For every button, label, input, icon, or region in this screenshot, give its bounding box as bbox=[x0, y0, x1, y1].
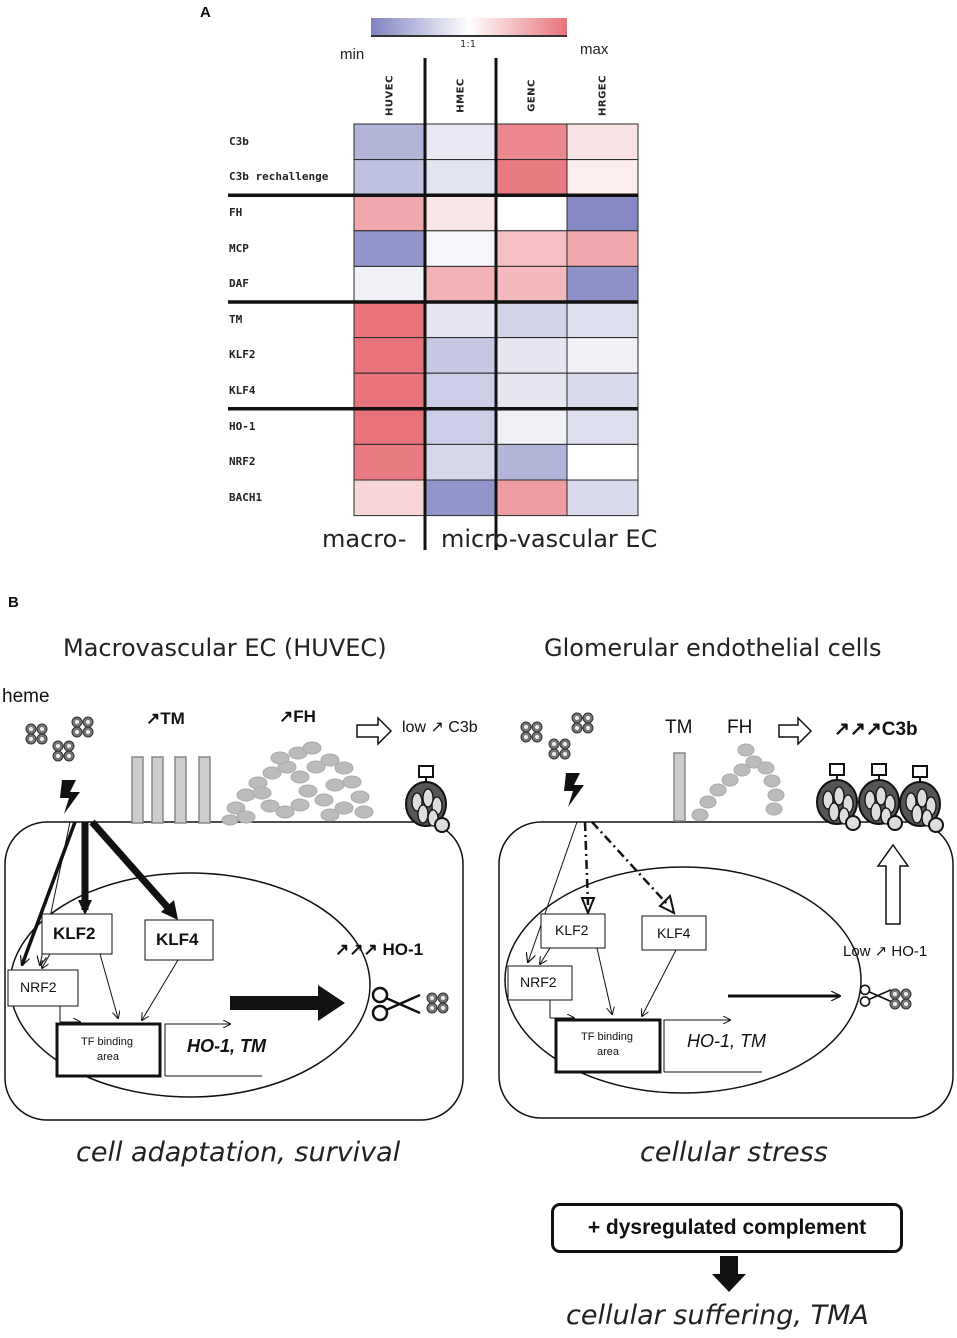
heme-label: heme bbox=[2, 686, 50, 707]
heatmap-row-label: MCP bbox=[229, 241, 249, 255]
heatmap-cell bbox=[424, 337, 497, 374]
final-caption: cellular suffering, TMA bbox=[566, 1300, 869, 1331]
right-hollow-arrow bbox=[778, 716, 813, 746]
right-tm-label: TM bbox=[665, 717, 693, 738]
heatmap-row-label: KLF4 bbox=[229, 384, 256, 397]
panel-b-letter: B bbox=[8, 594, 19, 611]
heatmap-cell bbox=[566, 479, 639, 517]
right-cell-membrane bbox=[498, 821, 954, 1119]
right-up-arrow bbox=[876, 843, 910, 925]
heatmap-cell bbox=[495, 443, 568, 481]
heatmap bbox=[228, 58, 639, 550]
heatmap-cell bbox=[495, 194, 568, 232]
heatmap-row-label: C3b bbox=[229, 134, 249, 148]
heatmap-cell bbox=[566, 159, 639, 196]
heatmap-cell bbox=[424, 194, 497, 232]
left-low-c3b-label: low ↗ C3b bbox=[402, 719, 478, 736]
heatmap-cell bbox=[495, 159, 568, 196]
down-arrow bbox=[712, 1256, 746, 1292]
color-scale-bar bbox=[371, 18, 567, 35]
right-tf-binding-line1: TF binding bbox=[581, 1031, 633, 1043]
left-fh-chains bbox=[221, 741, 374, 826]
left-tf-binding-line2: area bbox=[97, 1051, 120, 1063]
right-nucleus bbox=[504, 866, 862, 1094]
heatmap-row-label: HO-1 bbox=[229, 419, 256, 433]
heatmap-cell bbox=[424, 372, 497, 410]
left-title: Macrovascular EC (HUVEC) bbox=[63, 634, 387, 662]
heatmap-cell bbox=[424, 123, 497, 161]
heatmap-row-label: FH bbox=[229, 206, 243, 219]
panel-a-letter: A bbox=[200, 4, 211, 21]
heatmap-cell bbox=[353, 194, 426, 232]
heatmap-cell bbox=[566, 372, 639, 410]
left-tf-binding-line1: TF binding bbox=[81, 1036, 133, 1048]
left-genes-label: HO-1, TM bbox=[187, 1036, 266, 1056]
heatmap-cell bbox=[495, 265, 568, 303]
heatmap-row-label: BACH1 bbox=[229, 490, 263, 504]
left-nrf2-box-label: NRF2 bbox=[20, 979, 57, 995]
right-fh-label: FH bbox=[727, 717, 753, 738]
heatmap-cell bbox=[353, 372, 426, 410]
left-hollow-arrow bbox=[356, 716, 393, 746]
heatmap-cell bbox=[424, 443, 497, 481]
left-big-arrow bbox=[230, 985, 345, 1021]
heatmap-row-label: KLF2 bbox=[229, 348, 256, 362]
left-ho1-label: ↗↗↗ HO-1 bbox=[335, 940, 424, 959]
left-klf4-box-label: KLF4 bbox=[156, 930, 199, 949]
right-fh-chain bbox=[691, 743, 785, 822]
micro-group-label: micro-vascular EC bbox=[441, 525, 658, 553]
left-fh-label: ↗FH bbox=[279, 707, 316, 726]
scale-mid-label: 1:1 bbox=[460, 39, 477, 50]
heatmap-cell bbox=[353, 123, 426, 161]
heatmap-cell bbox=[495, 479, 568, 517]
right-caption: cellular stress bbox=[640, 1137, 828, 1168]
heatmap-cell bbox=[353, 230, 426, 267]
right-title: Glomerular endothelial cells bbox=[544, 634, 882, 662]
right-genes-label: HO-1, TM bbox=[687, 1031, 766, 1051]
heatmap-cell bbox=[495, 230, 568, 267]
heatmap-row-label: C3b rechallenge bbox=[229, 170, 329, 184]
heatmap-cell bbox=[566, 123, 639, 161]
left-klf2-box-label: KLF2 bbox=[53, 924, 96, 943]
right-klf2-box-label: KLF2 bbox=[555, 922, 589, 938]
dysregulated-complement-box: + dysregulated complement bbox=[551, 1203, 903, 1253]
right-ho1-label: Low ↗ HO-1 bbox=[843, 943, 928, 960]
right-nrf2-box-label: NRF2 bbox=[520, 974, 557, 990]
heatmap-cell bbox=[566, 301, 639, 339]
heatmap-cell bbox=[353, 443, 426, 481]
right-klf4-box-label: KLF4 bbox=[657, 925, 691, 941]
macro-group-label: macro- bbox=[322, 525, 407, 553]
heatmap-cell bbox=[566, 337, 639, 374]
heatmap-cell bbox=[353, 479, 426, 517]
heatmap-row-label: NRF2 bbox=[229, 455, 256, 469]
right-c3b-label: ↗↗↗C3b bbox=[834, 719, 918, 740]
right-tf-binding-line2: area bbox=[597, 1046, 620, 1058]
color-scale-baseline bbox=[371, 35, 567, 37]
heatmap-row-label: TM bbox=[229, 312, 243, 326]
left-tm-label: ↗TM bbox=[146, 709, 185, 728]
left-caption: cell adaptation, survival bbox=[76, 1137, 401, 1168]
heatmap-cell bbox=[566, 194, 639, 232]
left-tm-bars bbox=[131, 756, 211, 824]
heatmap-cell bbox=[353, 408, 426, 445]
heatmap-row-label: DAF bbox=[229, 277, 249, 291]
heatmap-cell bbox=[353, 265, 426, 303]
scale-min-label: min bbox=[340, 46, 365, 63]
scale-max-label: max bbox=[580, 41, 609, 58]
